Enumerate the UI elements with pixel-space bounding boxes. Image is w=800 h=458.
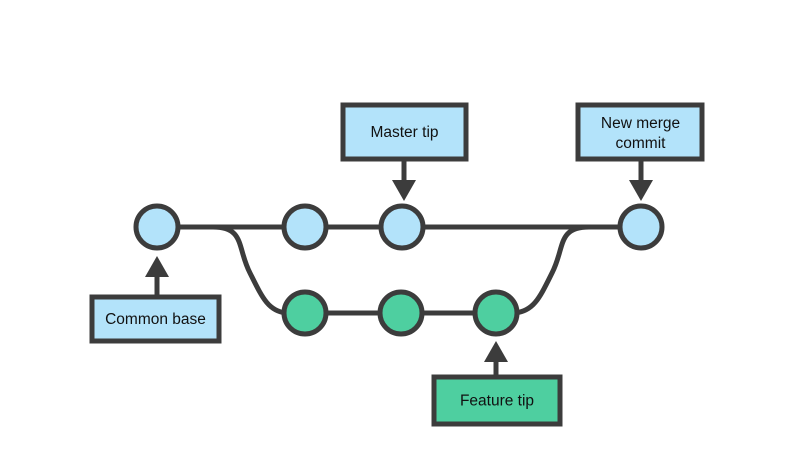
commit-node-feature-commit-2[interactable] — [377, 289, 425, 337]
arrow-layer — [145, 161, 653, 375]
edge-branch-off-curve — [210, 224, 289, 316]
arrow-up-icon-feature-tip — [484, 341, 508, 375]
label-common-base-line-1: Common base — [105, 311, 206, 328]
arrow-down-icon-new-merge-commit — [629, 161, 653, 201]
label-box-master-tip[interactable]: Master tip — [340, 102, 469, 162]
label-new-merge-commit-line-1: New merge — [601, 115, 680, 132]
commit-node-master-commit-3[interactable] — [378, 203, 426, 251]
commit-node-master-commit-2[interactable] — [281, 203, 329, 251]
arrow-down-icon-master-tip — [392, 161, 416, 201]
label-box-common-base[interactable]: Common base — [89, 294, 222, 344]
label-box-new-merge-commit[interactable]: New merge commit — [575, 102, 705, 162]
label-master-tip-line-1: Master tip — [370, 124, 438, 141]
commit-node-feature-commit-1[interactable] — [281, 289, 329, 337]
commit-node-merge-commit[interactable] — [617, 203, 665, 251]
commit-node-master-commit-1[interactable] — [133, 203, 181, 251]
edge-merge-in-curve — [512, 224, 592, 316]
label-new-merge-commit-line-2: commit — [616, 135, 667, 152]
label-box-feature-tip[interactable]: Feature tip — [431, 374, 563, 427]
edge-layer — [177, 224, 622, 316]
label-feature-tip-line-1: Feature tip — [460, 393, 534, 410]
node-layer — [133, 203, 665, 337]
arrow-up-icon-common-base — [145, 256, 169, 295]
commit-node-feature-commit-3[interactable] — [472, 289, 520, 337]
label-layer: Master tip New merge commit Common base … — [89, 102, 705, 427]
